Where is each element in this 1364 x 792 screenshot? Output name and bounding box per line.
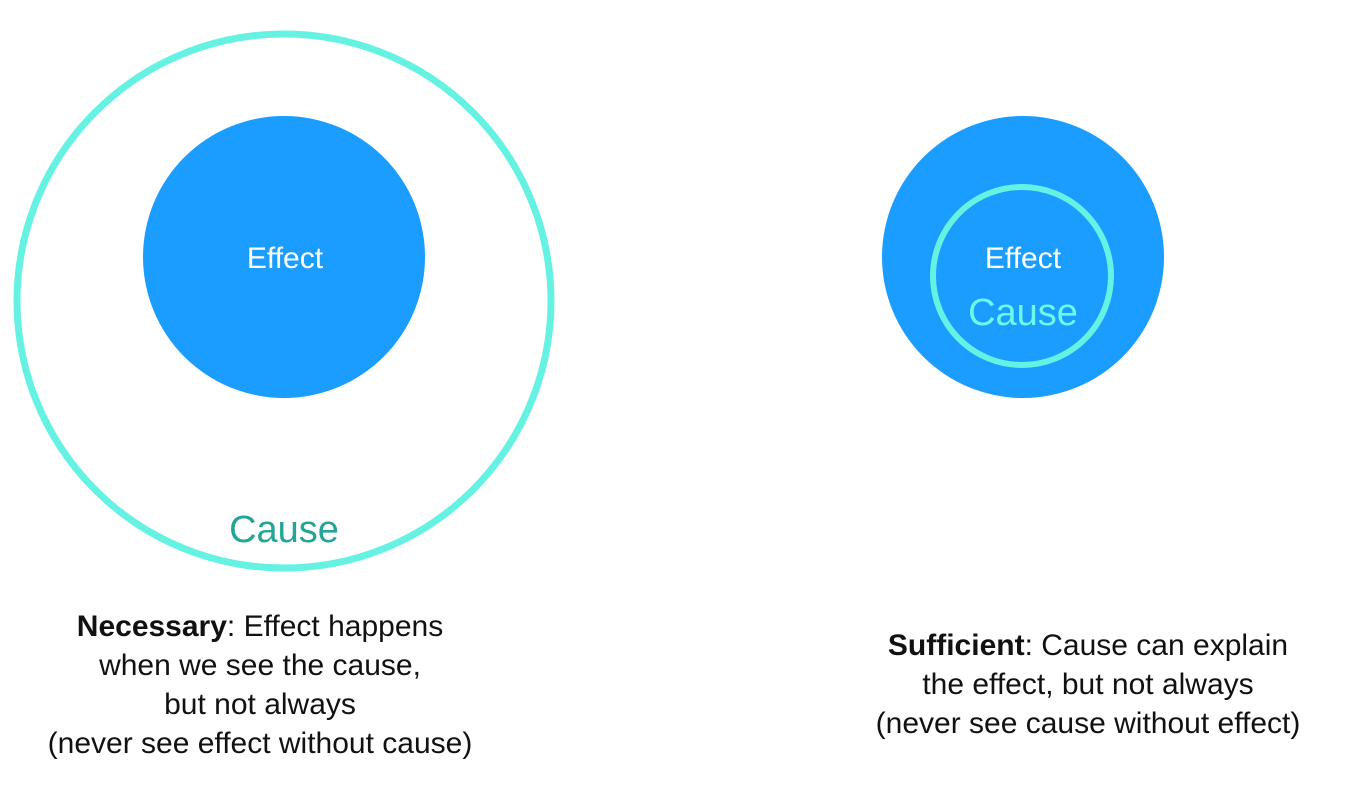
- sufficient-term: Sufficient: [887, 629, 1025, 662]
- necessary-caption-line2: when we see the cause,: [99, 649, 421, 682]
- necessary-cause-label: Cause: [229, 509, 339, 551]
- necessary-caption-line1-rest: : Effect happens: [226, 610, 444, 643]
- sufficient-diagram: Effect Cause: [882, 116, 1164, 398]
- necessary-effect-label: Effect: [247, 242, 324, 275]
- necessary-term: Necessary: [76, 610, 227, 643]
- necessary-caption: Necessary: Effect happens when we see th…: [10, 607, 510, 763]
- sufficient-effect-label: Effect: [985, 242, 1062, 275]
- sufficient-caption-line2: the effect, but not always: [922, 668, 1254, 701]
- sufficient-cause-label: Cause: [968, 292, 1078, 334]
- necessary-caption-line3: but not always: [164, 688, 356, 721]
- sufficient-caption-line1-rest: : Cause can explain: [1024, 629, 1289, 662]
- necessary-caption-line4: (never see effect without cause): [47, 727, 473, 760]
- sufficient-caption-line3: (never see cause without effect): [875, 707, 1301, 740]
- necessary-cause-ring: [13, 30, 555, 572]
- sufficient-cause-ring: [930, 184, 1114, 368]
- necessary-caption-line1: Necessary: Effect happens: [10, 607, 510, 646]
- sufficient-caption-line1: Sufficient: Cause can explain: [838, 626, 1338, 665]
- necessary-effect-circle: [143, 116, 425, 398]
- sufficient-caption: Sufficient: Cause can explain the effect…: [838, 626, 1338, 743]
- necessary-diagram: Effect Cause: [13, 30, 555, 572]
